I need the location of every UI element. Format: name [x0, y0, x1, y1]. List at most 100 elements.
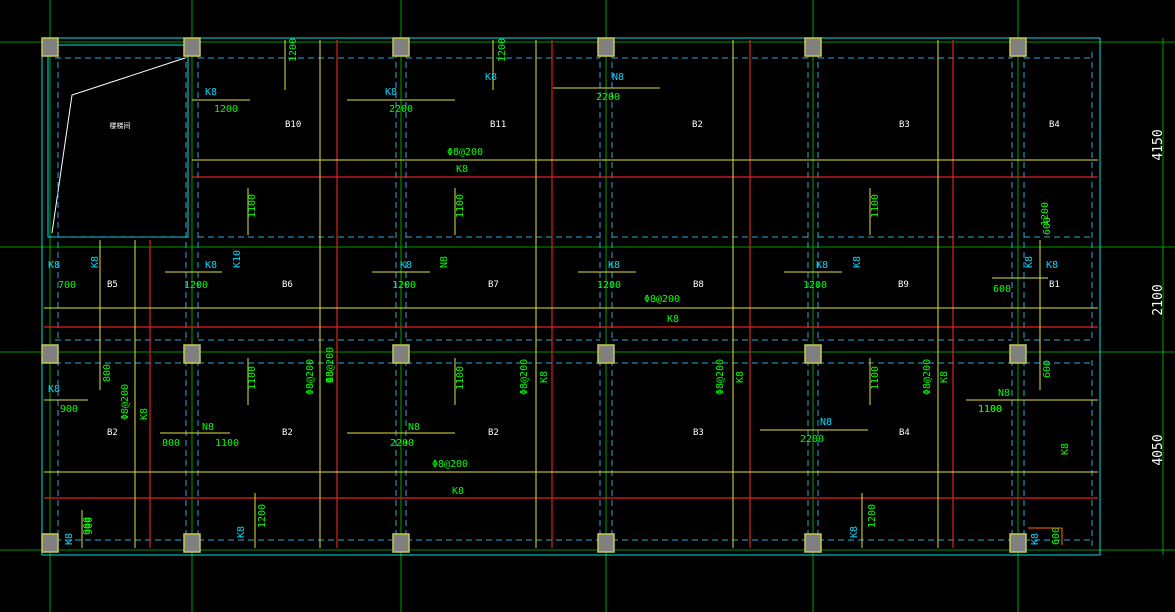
slab-label: B2	[692, 120, 703, 130]
rebar-note: K8	[64, 533, 75, 545]
column	[392, 344, 410, 364]
beam-dashed-lines	[55, 52, 1093, 548]
rebar-note: 600	[1051, 527, 1062, 545]
slab-label: B2	[488, 428, 499, 438]
rebar-note: 1100	[215, 438, 239, 449]
rebar-note: K8	[236, 526, 247, 538]
column	[41, 344, 59, 364]
bottom-rebar-spacing: Φ8@200	[432, 459, 468, 470]
top-rebar-lines	[44, 40, 1098, 548]
rebar-note: K8	[205, 260, 217, 271]
slab-label: B4	[1049, 120, 1060, 130]
rebar-note: N8	[998, 388, 1010, 399]
length-label: 800	[102, 364, 113, 382]
middle-row-notes: K8 K8 700 K8 1200 K10 K8 1200 N8 K8 1200…	[48, 202, 1058, 295]
rebar-note: N8	[202, 422, 214, 433]
rebar-note: K8	[400, 260, 412, 271]
slab-label: B6	[282, 280, 293, 290]
length-label: 1100	[870, 194, 881, 218]
rebar-note: 1100	[978, 404, 1002, 415]
slab-label: B7	[488, 280, 499, 290]
top-rebar-bar: K8	[456, 164, 468, 175]
length-label: 600	[1042, 360, 1053, 378]
rebar-note: 1200	[392, 280, 416, 291]
slab-label: B4	[899, 428, 910, 438]
rebar-note: N8	[439, 256, 450, 268]
rebar-note: K8	[48, 384, 60, 395]
column	[1009, 344, 1027, 364]
spacing-label: Φ8@200	[715, 359, 726, 395]
column	[804, 533, 822, 553]
columns	[41, 37, 1027, 553]
rebar-note: K8	[608, 260, 620, 271]
rebar-note: N8	[408, 422, 420, 433]
length-label: 1100	[247, 366, 258, 390]
column	[41, 533, 59, 553]
rebar-note: 900	[84, 517, 95, 535]
slab-label: B1	[1049, 280, 1060, 290]
slab-label: B8	[693, 280, 704, 290]
rebar-note: 1200	[214, 104, 238, 115]
column	[1009, 37, 1027, 57]
top-rebar-spacing: Φ8@200	[447, 147, 483, 158]
spacing-label: Φ8@200	[305, 359, 316, 395]
rebar-note: K8	[385, 87, 397, 98]
slab-label: B3	[899, 120, 910, 130]
bar-label: K8	[939, 371, 950, 383]
slab-label: B2	[107, 428, 118, 438]
rebar-note: K8	[485, 72, 497, 83]
slab-label: B10	[285, 120, 301, 130]
rebar-note: K8	[816, 260, 828, 271]
rebar-note: K8	[1024, 256, 1035, 268]
dimension-middle: 2100	[1151, 284, 1166, 315]
rebar-note: 2200	[596, 92, 620, 103]
bottom-row-notes: K8 900 N8 800 1100 N8 2200 N8 2200 1100 …	[48, 384, 1071, 545]
dimension-chain: 4150 2100 4050	[1108, 38, 1175, 555]
stair-note: 楼梯间	[110, 121, 131, 130]
column	[392, 37, 410, 57]
slab-boundary	[41, 37, 1101, 556]
rebar-note: 800	[162, 438, 180, 449]
column	[183, 37, 201, 57]
column	[1009, 533, 1027, 553]
rebar-note: 700	[58, 280, 76, 291]
axis-grid-lines	[0, 0, 1108, 612]
column	[597, 344, 615, 364]
spacing-label: Φ8@200	[519, 359, 530, 395]
length-label: 600	[1042, 217, 1053, 235]
bar-label: K8	[325, 371, 336, 383]
length-label: 1100	[247, 194, 258, 218]
rebar-note: K8	[852, 256, 863, 268]
rebar-note: 1200	[288, 38, 299, 62]
middle-rebar-spacing: Φ8@200	[644, 294, 680, 305]
spacing-label: Φ8@200	[120, 384, 131, 420]
spacing-label: Φ8@200	[922, 359, 933, 395]
length-label: 1100	[978, 404, 1002, 415]
corner-marker	[1028, 527, 1063, 545]
rebar-note: 600	[993, 284, 1011, 295]
through-rebar-labels: Φ8@200 K8 Φ8@200 K8 Φ8@200 K8	[432, 147, 680, 497]
rebar-note: 1200	[184, 280, 208, 291]
length-label: 1100	[455, 194, 466, 218]
rebar-note: 1200	[257, 504, 268, 528]
column	[183, 533, 201, 553]
spacing-label: Φ8@200	[325, 347, 336, 383]
bar-label: K8	[735, 371, 746, 383]
column	[183, 344, 201, 364]
column	[804, 344, 822, 364]
length-label: 900	[60, 404, 78, 415]
rebar-note: K8	[1060, 443, 1071, 455]
column	[41, 37, 59, 57]
dimension-bottom: 4050	[1151, 434, 1166, 465]
rebar-note: 2200	[389, 104, 413, 115]
rebar-note: N8	[612, 72, 624, 83]
length-labels: 1100 1100 1100 1100 600 1100 1100 1100 6…	[60, 194, 1053, 415]
bar-label: K8	[139, 408, 150, 420]
slab-label: B9	[898, 280, 909, 290]
vertical-spacing-labels: Φ8@200 Φ8@200 Φ8@200 Φ8@200 Φ8@200 Φ8@20…	[120, 347, 950, 420]
rebar-note: K8	[1030, 533, 1041, 545]
column	[392, 533, 410, 553]
stair-break-line	[51, 57, 186, 234]
rebar-note: K8	[90, 256, 101, 268]
